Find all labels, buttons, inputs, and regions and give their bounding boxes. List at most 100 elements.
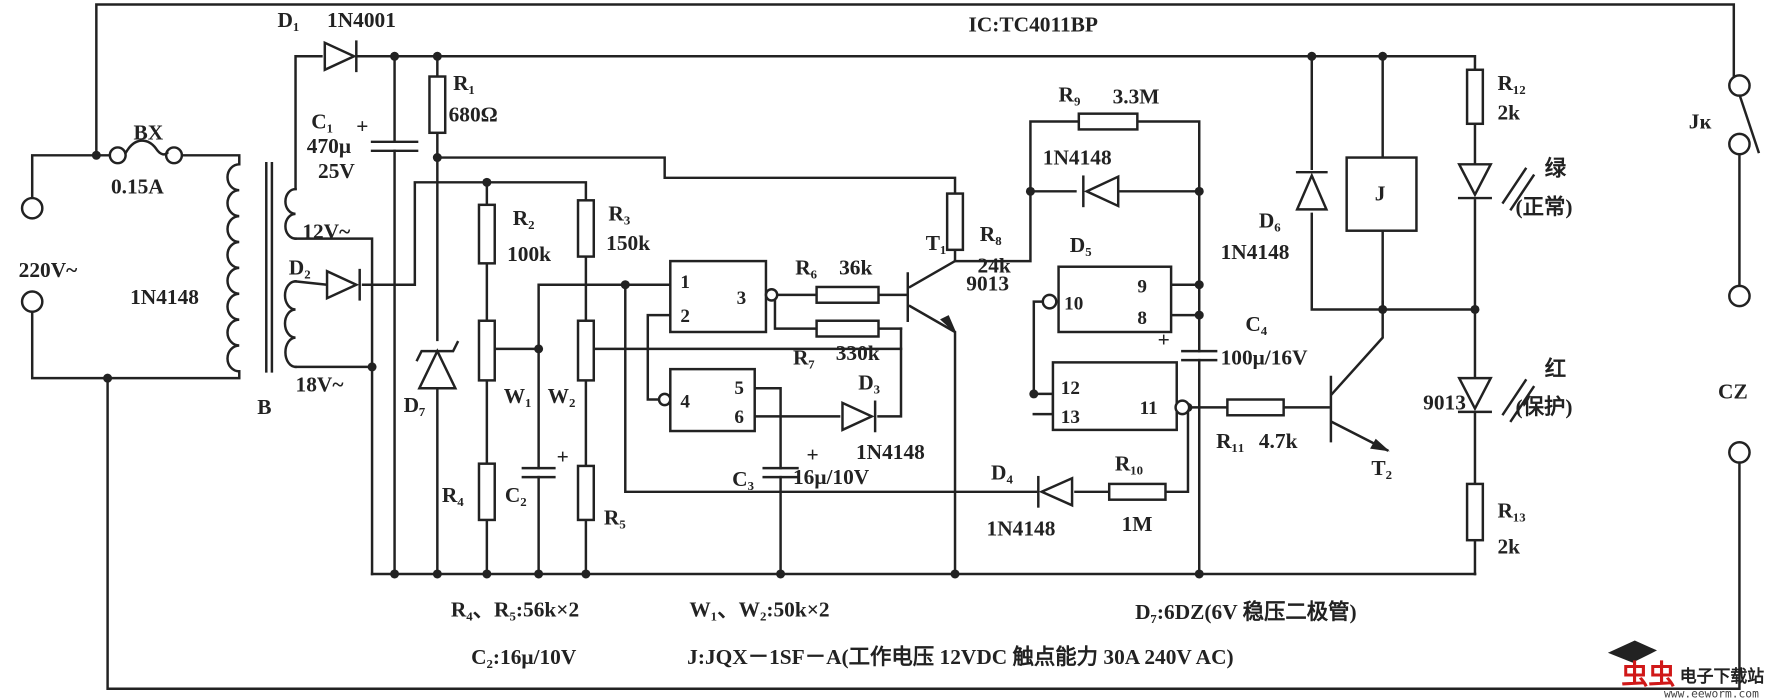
label-c3-val: 16μ/10V (793, 465, 870, 489)
resistor-r7 (815, 319, 880, 338)
label-r10: R₁₀ (1115, 451, 1143, 475)
transistors (906, 272, 1390, 452)
zener-d7 (415, 340, 460, 390)
label-mains: 220V~ (19, 258, 78, 282)
label-pin13: 13 (1061, 407, 1080, 428)
transformer-b (226, 161, 297, 373)
jk-terminal-2 (1728, 132, 1751, 156)
label-r1-val: 680Ω (449, 103, 498, 127)
label-led-red: 红 (1545, 356, 1566, 381)
label-pin3: 3 (737, 288, 747, 309)
label-d1: D₁ (278, 8, 300, 32)
capacitors: + + + + (356, 114, 1218, 479)
label-led-green-note: (正常) (1515, 194, 1572, 219)
label-r9-val: 3.3M (1113, 85, 1160, 109)
label-t2-part: 9013 (1423, 391, 1466, 415)
label-r11-val: 4.7k (1259, 429, 1298, 453)
resistor-r12 (1465, 68, 1485, 126)
mains-terminal-2 (20, 290, 44, 313)
graduation-cap-icon (1607, 640, 1658, 663)
label-pin6: 6 (734, 407, 744, 428)
led-red (1457, 376, 1536, 423)
gate-c (1057, 265, 1173, 334)
label-r2: R₂ (513, 206, 535, 230)
watermark-name: 电子下载站 (1680, 666, 1765, 686)
label-r12-val: 2k (1497, 100, 1520, 124)
resistor-r1 (428, 75, 447, 135)
label-d3-part: 1N4148 (856, 440, 925, 464)
label-pin8: 8 (1137, 308, 1147, 329)
label-r10-val: 1M (1122, 512, 1153, 536)
note-d7: D₇:6DZ(6V 稳压二极管) (1135, 599, 1357, 624)
label-c4: C₄ (1245, 312, 1267, 336)
label-r5: R₅ (604, 505, 626, 529)
label-pin11: 11 (1140, 398, 1158, 419)
label-w1: W₁ (504, 384, 532, 408)
label-r6: R₆ (795, 256, 817, 280)
label-d3: D₃ (858, 370, 880, 394)
resistor-r11 (1226, 398, 1285, 417)
c4-plus: + (1158, 328, 1170, 352)
label-c1: C₁ (311, 109, 333, 133)
jk-terminal-1 (1728, 74, 1751, 97)
label-primary-note: 1N4148 (130, 285, 199, 309)
label-r12: R₁₂ (1497, 71, 1525, 95)
resistor-r6 (815, 285, 880, 304)
footnotes: R₄、R₅:56k×2 W₁、W₂:50k×2 D₇:6DZ(6V 稳压二极管)… (451, 598, 1357, 669)
label-led-red-note: (保护) (1515, 395, 1572, 419)
label-c3: C₃ (732, 467, 754, 491)
label-t1-part: 9013 (966, 271, 1009, 295)
label-sec18: 18V~ (296, 373, 344, 397)
label-d5: D₅ (1070, 233, 1092, 257)
label-c4-val: 100μ/16V (1221, 346, 1308, 370)
label-bx-rating: 0.15A (111, 175, 164, 199)
cz-terminal-2 (1728, 441, 1751, 464)
label-relay: J (1375, 181, 1386, 205)
potentiometer-w2 (576, 319, 596, 382)
label-pin12: 12 (1061, 378, 1080, 399)
resistor-r4 (477, 462, 496, 522)
label-r6-val: 36k (839, 256, 872, 280)
resistors (428, 68, 1485, 542)
gate-a (669, 259, 768, 334)
resistor-r5 (576, 464, 596, 522)
resistor-r10 (1107, 482, 1167, 501)
label-cz: CZ (1718, 379, 1748, 403)
label-r13: R₁₃ (1497, 499, 1525, 523)
fuse-bx (108, 139, 184, 165)
note-r4r5: R₄、R₅:56k×2 (451, 598, 579, 622)
label-c1-volt: 25V (318, 159, 355, 183)
label-r8: R₈ (980, 222, 1002, 246)
potentiometer-w1 (477, 319, 496, 382)
resistor-r8 (945, 192, 965, 252)
led-green (1457, 163, 1536, 212)
gate-d (1051, 361, 1178, 432)
label-pin5: 5 (734, 378, 744, 399)
label-r7: R₇ (793, 346, 815, 370)
label-t1: T₁ (926, 231, 947, 255)
label-r2-val: 100k (507, 242, 551, 266)
cz-terminal-1 (1728, 284, 1751, 308)
resistor-r2 (477, 203, 496, 265)
label-r3-val: 150k (606, 231, 650, 255)
label-c1-cap: 470μ (307, 134, 351, 158)
label-r13-val: 2k (1497, 535, 1520, 559)
relay-j (1345, 156, 1418, 232)
diode-d4 (1037, 475, 1074, 508)
diode-d2 (325, 268, 361, 301)
watermark: 虫虫 电子下载站 www.eeworm.com (1607, 640, 1765, 700)
note-w1w2: W₁、W₂:50k×2 (689, 598, 829, 622)
label-pin10: 10 (1064, 293, 1083, 314)
label-d7: D₇ (404, 393, 426, 417)
ic-title: IC:TC4011BP (969, 13, 1098, 37)
label-pin9: 9 (1137, 277, 1147, 298)
label-w2: W₂ (548, 384, 576, 408)
label-r4: R₄ (442, 483, 464, 507)
label-transformer: B (257, 395, 271, 419)
c1-plus: + (356, 114, 368, 138)
label-pin2: 2 (680, 306, 690, 327)
note-relay: J:JQX－1SF－A(工作电压 12VDC 触点能力 30A 240V AC) (687, 644, 1233, 669)
diode-d5 (1082, 174, 1120, 208)
label-led-green: 绿 (1545, 157, 1567, 181)
